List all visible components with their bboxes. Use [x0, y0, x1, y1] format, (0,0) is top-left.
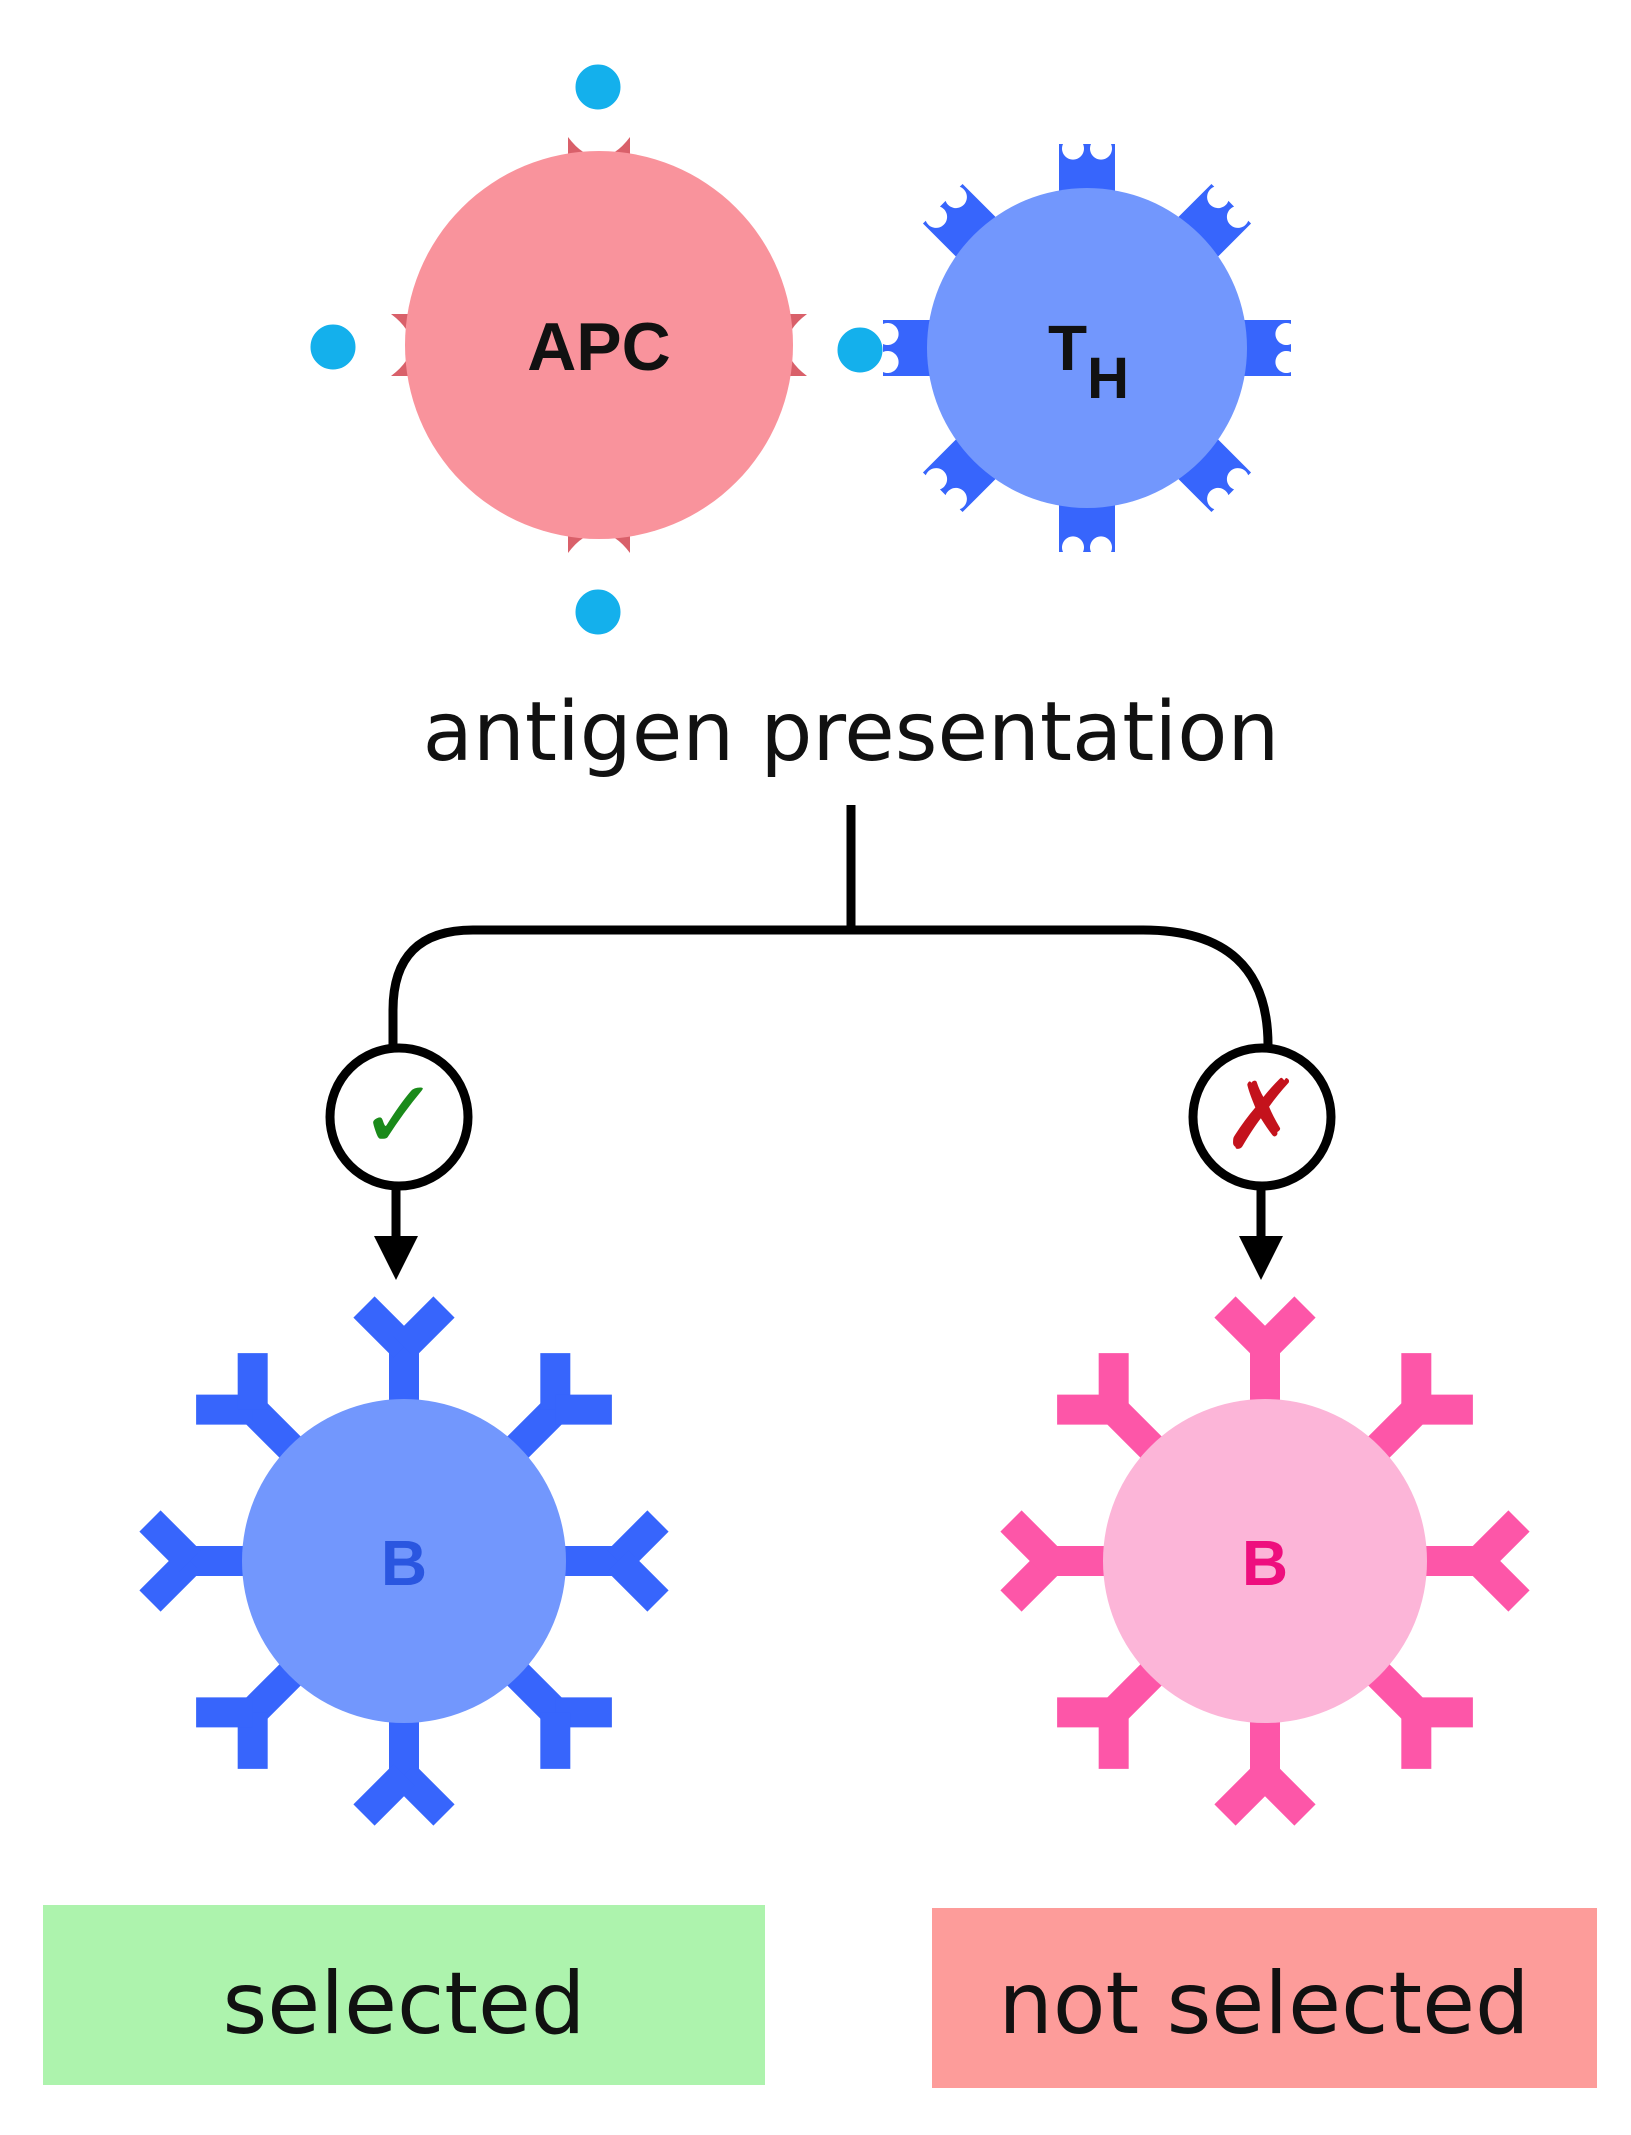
antigen-dot — [570, 59, 626, 115]
antigen-dot — [570, 584, 626, 640]
b-not-selected-body — [1103, 1399, 1427, 1723]
selected-box — [43, 1905, 765, 2085]
selected-label: selected — [222, 1954, 585, 2054]
cross-circle — [1188, 1043, 1336, 1191]
apc-cell: APC — [305, 59, 888, 640]
apc-body — [405, 151, 793, 539]
b-not-selected-label: B — [1242, 1527, 1288, 1599]
antigen-dot — [832, 322, 888, 378]
th-label: TH — [1048, 312, 1129, 411]
b-cell-selected: B — [150, 1307, 658, 1815]
not-selected-box — [932, 1908, 1597, 2088]
th-cell: TH — [883, 144, 1291, 552]
th-body — [927, 188, 1247, 508]
not-selected-outcome: not selected — [932, 1908, 1597, 2088]
selected-branch-marker: ✓ — [325, 1043, 473, 1191]
b-selected-body — [242, 1399, 566, 1723]
antigen-dot — [305, 319, 361, 375]
selected-outcome: selected — [43, 1905, 765, 2085]
check-icon: ✓ — [359, 1059, 439, 1171]
down-arrows — [374, 1236, 1283, 1280]
b-cell-not-selected: B — [1011, 1307, 1519, 1815]
cross-icon: ✗ — [1222, 1059, 1302, 1171]
arrow-head — [1239, 1236, 1283, 1280]
process-label: antigen presentation — [423, 685, 1280, 780]
b-selected-label: B — [381, 1527, 427, 1599]
arrow-head — [374, 1236, 418, 1280]
not-selected-label: not selected — [998, 1954, 1529, 2054]
check-circle — [325, 1043, 473, 1191]
antigens — [305, 59, 888, 640]
apc-label: APC — [527, 309, 671, 385]
not-selected-branch-marker: ✗ — [1188, 1043, 1336, 1191]
branch-connectors — [388, 805, 1273, 1240]
